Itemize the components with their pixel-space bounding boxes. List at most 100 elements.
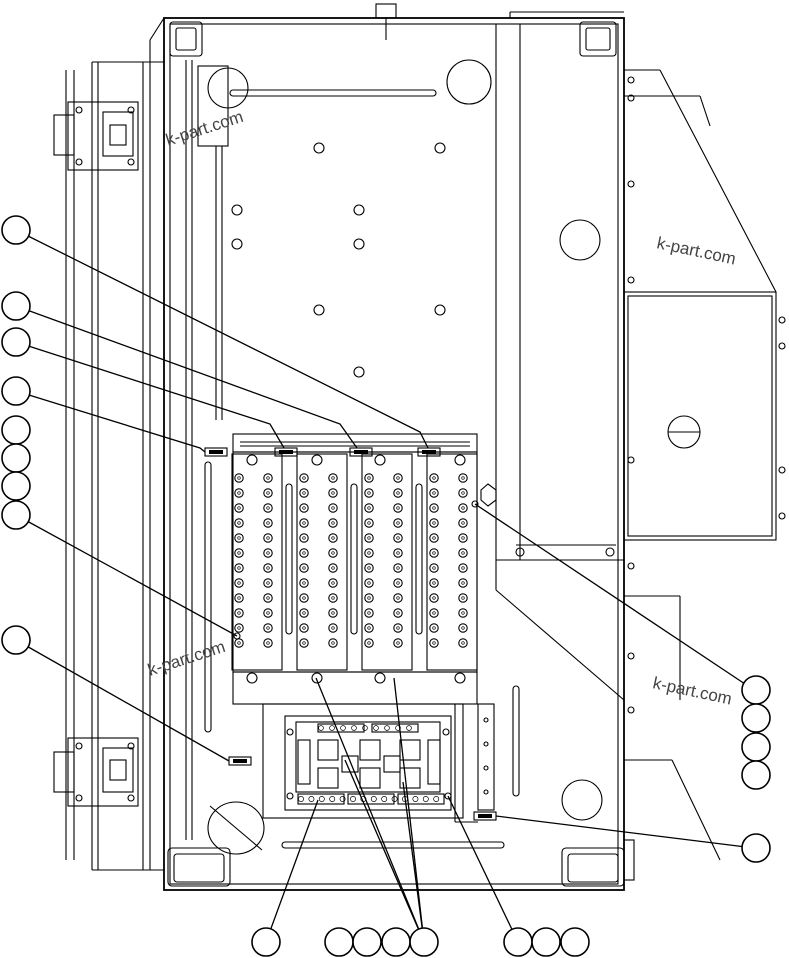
rail-fixing-screw [246,672,258,684]
terminal-screw-center [331,626,335,630]
terminal-screw-center [237,536,241,540]
callout-right-3[interactable] [741,732,771,762]
terminal-screw [393,488,403,498]
callout-bottom-4[interactable] [381,927,411,957]
terminal-screw-center [266,626,270,630]
terminal-screw-center [432,566,436,570]
terminal-screw [393,578,403,588]
terminal-screw-center [237,521,241,525]
relay-terminal-screw [318,796,325,802]
callout-left-2[interactable] [1,291,31,321]
callout-left-4[interactable] [1,376,31,406]
rail-fixing-screw [454,672,466,684]
watermark-4: k-part.com [651,673,733,708]
terminal-screw-center [266,476,270,480]
callout-bottom-5[interactable] [409,927,439,957]
terminal-screw [263,533,273,543]
terminal-screw [328,608,338,618]
terminal-screw [429,563,439,573]
terminal-screw [299,638,309,648]
terminal-screw [328,488,338,498]
terminal-screws [234,454,468,802]
callout-left-8[interactable] [1,500,31,530]
terminal-screw [393,608,403,618]
callout-right-2[interactable] [741,703,771,733]
callout-left-6[interactable] [1,443,31,473]
relay-terminal-screw [339,796,346,802]
callout-left-5[interactable] [1,415,31,445]
terminal-screw [234,503,244,513]
callout-bottom-7[interactable] [531,927,561,957]
callout-bottom-8[interactable] [560,927,590,957]
terminal-screw [263,608,273,618]
terminal-screw-center [461,581,465,585]
callout-left-7[interactable] [1,471,31,501]
terminal-screw [234,488,244,498]
callout-left-3[interactable] [1,327,31,357]
terminal-screw [364,638,374,648]
callout-bottom-6[interactable] [503,927,533,957]
terminal-screw-center [266,521,270,525]
terminal-screw [299,578,309,588]
callout-left-9[interactable] [1,625,31,655]
terminal-screw-center [266,581,270,585]
mounting-holes [207,59,603,855]
terminal-screw-center [331,551,335,555]
terminal-screw-center [331,536,335,540]
terminal-screw-center [237,626,241,630]
terminal-screw [328,578,338,588]
terminal-screw-center [367,536,371,540]
terminal-screw [458,473,468,483]
terminal-screw-center [331,476,335,480]
terminal-screw [429,488,439,498]
watermark-2: k-part.com [655,233,737,268]
callout-bottom-1[interactable] [251,927,281,957]
terminal-screw [429,593,439,603]
relay-terminal-screw [406,725,412,731]
terminal-screw-center [266,596,270,600]
terminal-screw-center [432,626,436,630]
relay-terminal-screw [308,796,315,802]
terminal-screw [429,608,439,618]
rail-fixing-screw [374,672,386,684]
terminal-screw [299,533,309,543]
terminal-screw [393,533,403,543]
terminal-screw-center [331,521,335,525]
terminal-screw [458,608,468,618]
terminal-screw-center [266,506,270,510]
relay-terminal-screw [370,796,377,802]
callout-bottom-2[interactable] [324,927,354,957]
relay-terminal-screw [329,725,335,731]
upper-left-duct [197,65,229,420]
terminal-screw [429,578,439,588]
terminal-screw [263,503,273,513]
callout-right-5[interactable] [741,833,771,863]
terminal-screw [299,503,309,513]
callout-right-4[interactable] [741,760,771,790]
rail-fixing-screw [246,454,258,466]
terminal-screw-center [461,506,465,510]
terminal-screw-center [367,521,371,525]
terminal-screw-center [461,626,465,630]
terminal-screw [263,488,273,498]
terminal-screw [263,563,273,573]
upper-left-bracket [53,101,139,171]
callout-bottom-3[interactable] [352,927,382,957]
terminal-screw [364,563,374,573]
rail-fixing-screw [311,672,323,684]
terminal-screw [458,503,468,513]
terminal-screw-center [302,641,306,645]
callout-right-1[interactable] [741,675,771,705]
terminal-screw [364,593,374,603]
terminal-screw-center [432,551,436,555]
relay-terminal-screw [381,796,388,802]
terminal-screw-center [302,611,306,615]
terminal-screw [429,623,439,633]
terminal-screw [393,548,403,558]
callout-left-1[interactable] [1,215,31,245]
terminal-screw [429,518,439,528]
terminal-screw-center [266,536,270,540]
terminal-screw [328,563,338,573]
terminal-screw [234,593,244,603]
terminal-screw-center [461,641,465,645]
